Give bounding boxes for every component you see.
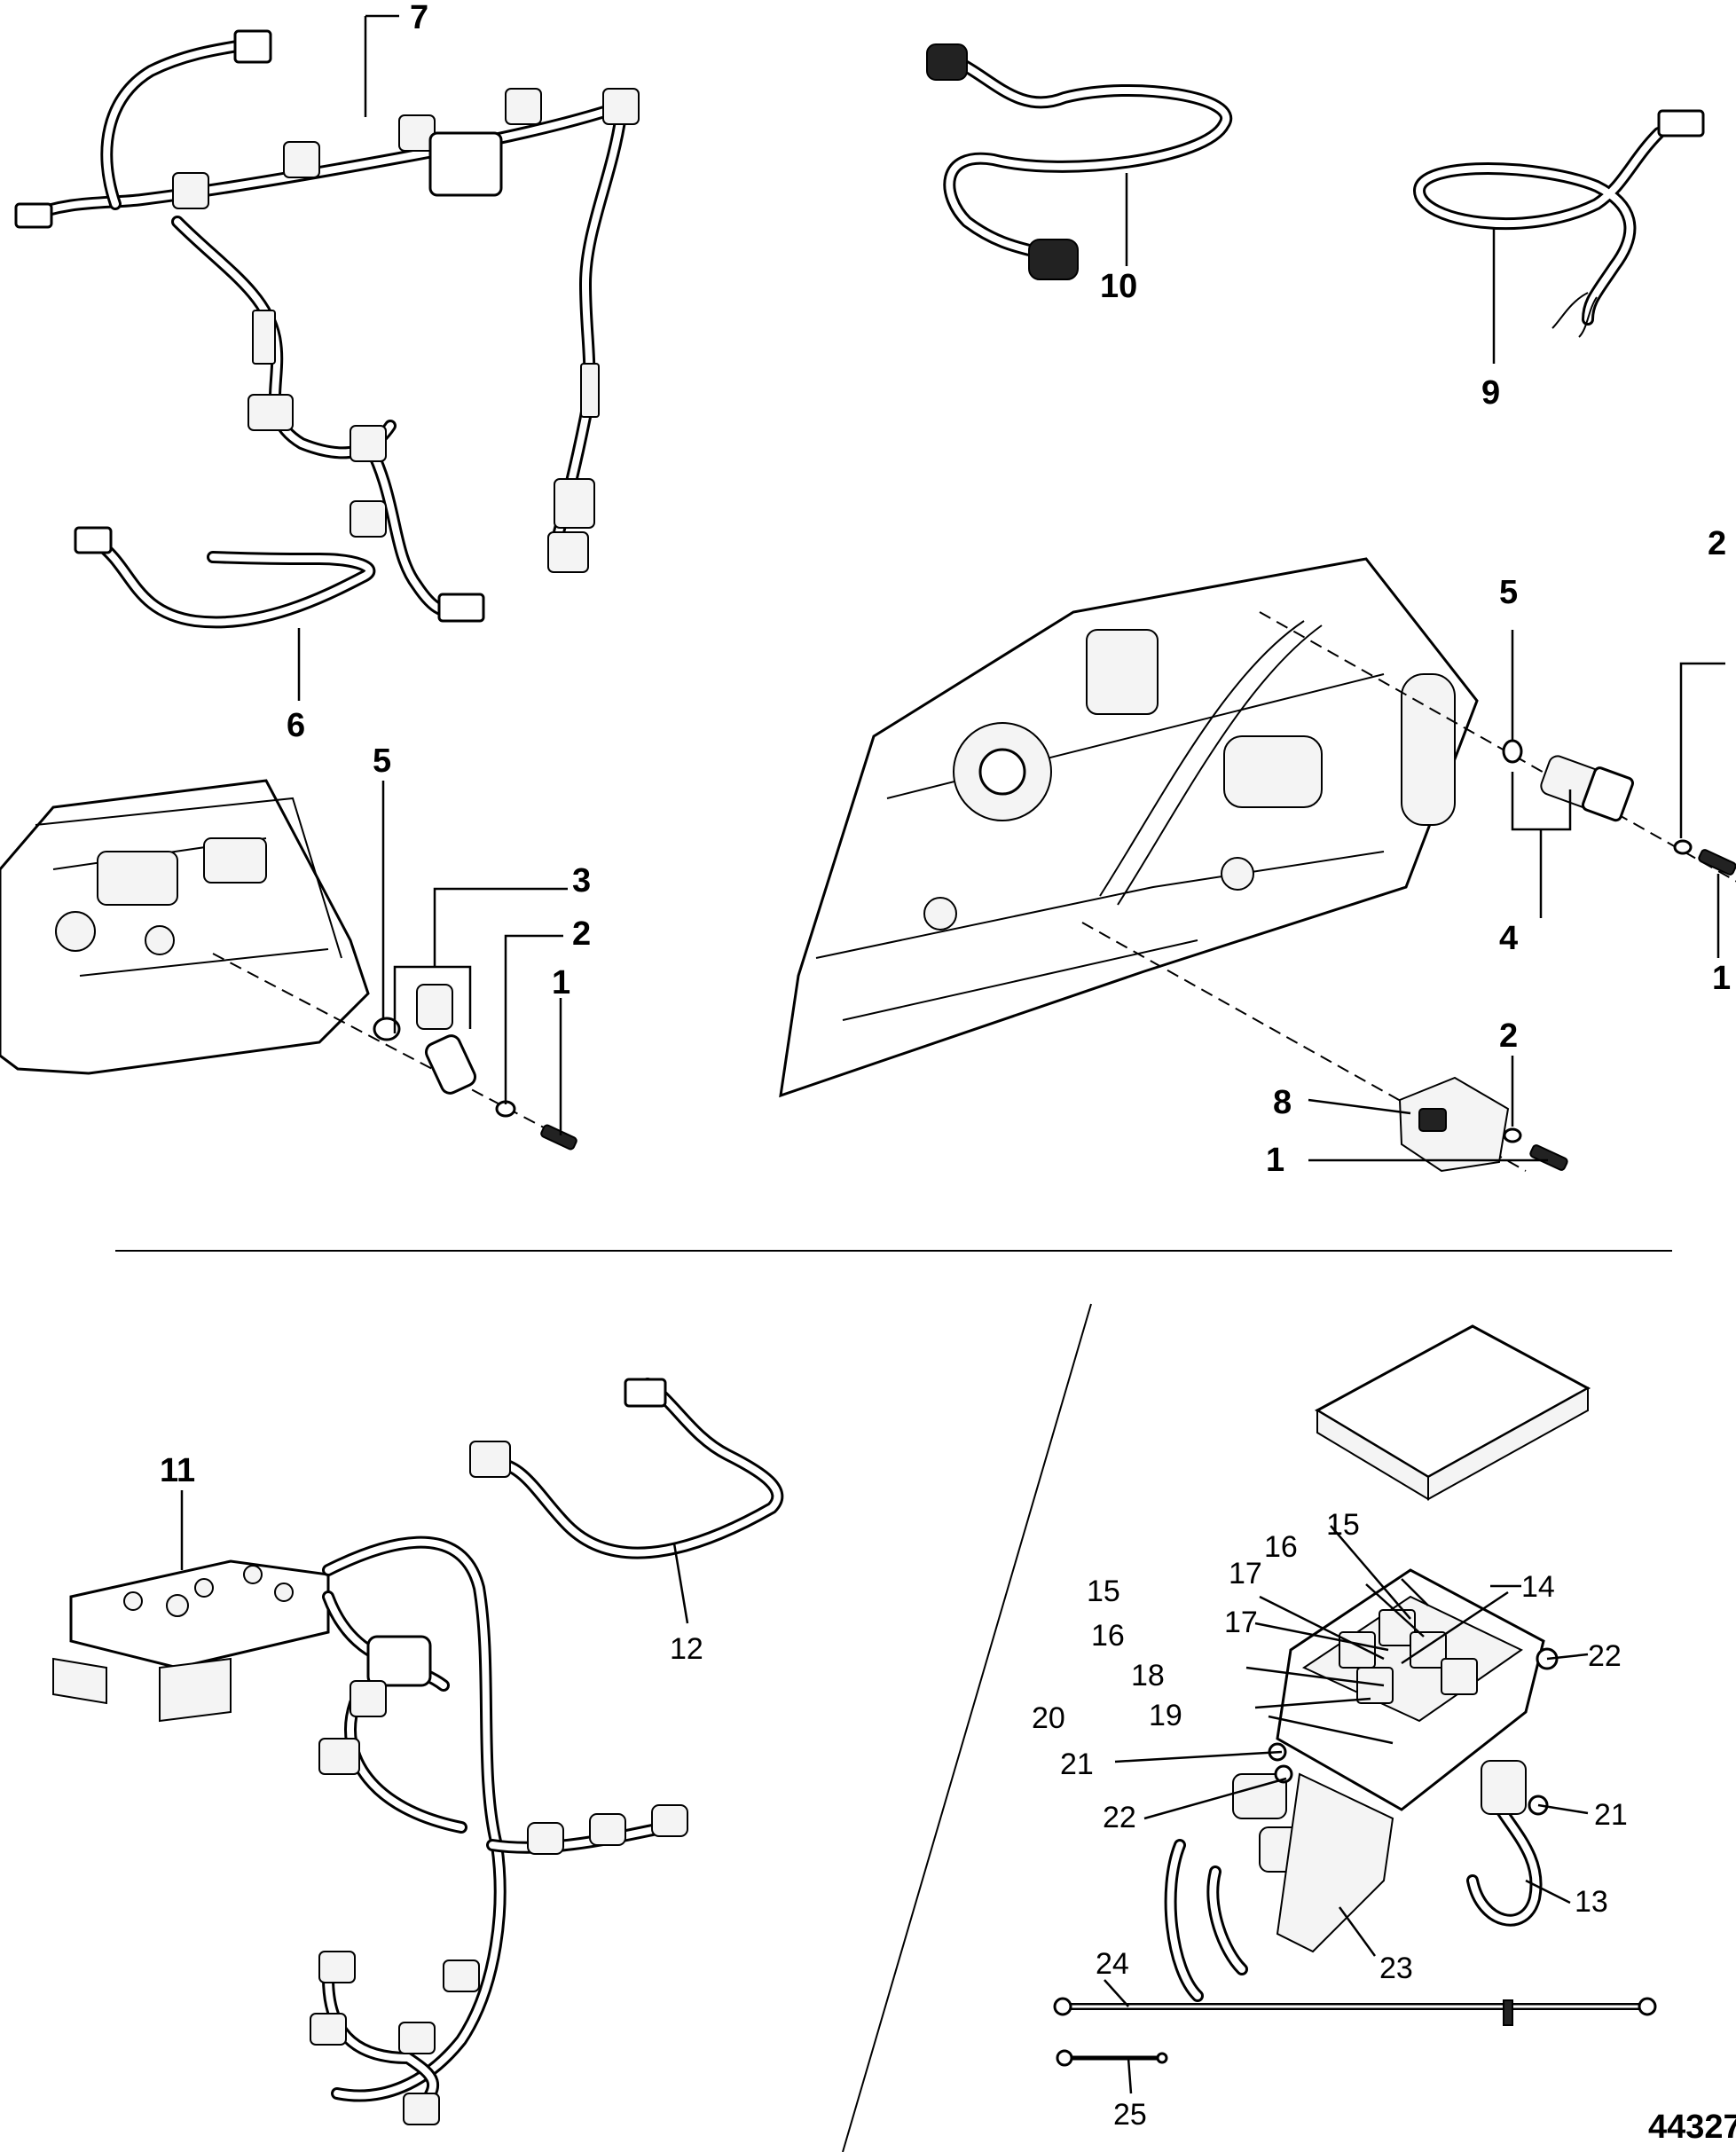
- sensor-8: [1398, 1076, 1510, 1173]
- callout-1-left: 1: [552, 964, 570, 1001]
- callout-2-left: 2: [572, 915, 591, 953]
- engine-block-left: [0, 779, 370, 1075]
- callout-4: 4: [1499, 920, 1518, 957]
- callout-17-upper: 17: [1229, 1557, 1262, 1590]
- ground-strap-24: [1053, 1979, 1657, 2026]
- engine-wiring-harness: [14, 14, 640, 623]
- callout-20: 20: [1032, 1701, 1065, 1735]
- callout-7: 7: [410, 0, 428, 36]
- callout-22-right: 22: [1588, 1639, 1622, 1673]
- callout-21-left: 21: [1060, 1748, 1094, 1781]
- callout-21-right: 21: [1594, 1798, 1628, 1832]
- callout-1-right-upper: 1: [1712, 960, 1731, 997]
- engine-block-right: [779, 557, 1479, 1098]
- callout-10: 10: [1100, 268, 1137, 305]
- callout-5-right: 5: [1499, 574, 1518, 611]
- mounting-bracket-11: [52, 1490, 330, 1723]
- callout-1-right-lower: 1: [1266, 1142, 1284, 1179]
- callout-15-upper: 15: [1326, 1508, 1360, 1542]
- extension-harness-10: [926, 43, 1233, 280]
- diagonal-divider: [842, 1303, 1092, 2152]
- washer-2-right-lower: [1503, 1127, 1522, 1143]
- washer-2-right-upper: [1673, 839, 1693, 855]
- screw-1-left: [540, 1124, 577, 1151]
- assembly-axis-right-lower: [1081, 922, 1527, 1172]
- callout-3: 3: [572, 862, 591, 899]
- assembly-axis-right-upper: [1259, 611, 1736, 883]
- callout-17-lower: 17: [1224, 1606, 1258, 1639]
- o-ring-5-right: [1502, 739, 1523, 764]
- callout-6: 6: [287, 707, 305, 744]
- callout-16-lower: 16: [1091, 1619, 1125, 1653]
- callout-18: 18: [1131, 1659, 1165, 1693]
- callout-8: 8: [1273, 1084, 1292, 1121]
- callout-14: 14: [1521, 1570, 1555, 1604]
- callout-22-left: 22: [1103, 1801, 1136, 1834]
- callout-19: 19: [1149, 1699, 1182, 1732]
- callout-25: 25: [1113, 2098, 1147, 2132]
- screw-22-left: [1274, 1764, 1293, 1784]
- ground-lead-25: [1056, 2049, 1168, 2094]
- callout-2-right-upper: 2: [1708, 525, 1726, 562]
- sensor-3: [416, 984, 477, 1095]
- callout-11: 11: [160, 1452, 195, 1489]
- callout-13: 13: [1575, 1885, 1608, 1919]
- callout-24: 24: [1096, 1947, 1129, 1981]
- callout-9: 9: [1481, 374, 1500, 412]
- callout-2-right-lower: 2: [1499, 1017, 1518, 1055]
- callout-12: 12: [670, 1632, 703, 1666]
- callout-23: 23: [1379, 1952, 1413, 1985]
- drawing-number: 44327: [1648, 2109, 1736, 2146]
- main-harness-12: [310, 1378, 784, 2125]
- sensor-harness-6: [74, 526, 376, 701]
- callout-15-lower: 15: [1087, 1575, 1120, 1608]
- bracket-23: [1276, 1772, 1394, 1953]
- assembly-axis-left: [212, 953, 560, 1136]
- fuse-box-cover-14: [1314, 1324, 1591, 1501]
- screw-1-right-upper: [1698, 849, 1736, 876]
- o-ring-5-left: [373, 1017, 401, 1041]
- callout-5-left: 5: [373, 742, 391, 780]
- callout-16-upper: 16: [1264, 1530, 1298, 1564]
- sensor-4: [1540, 755, 1634, 822]
- extension-harness-9: [1412, 109, 1705, 364]
- screw-1-right-lower: [1529, 1144, 1568, 1171]
